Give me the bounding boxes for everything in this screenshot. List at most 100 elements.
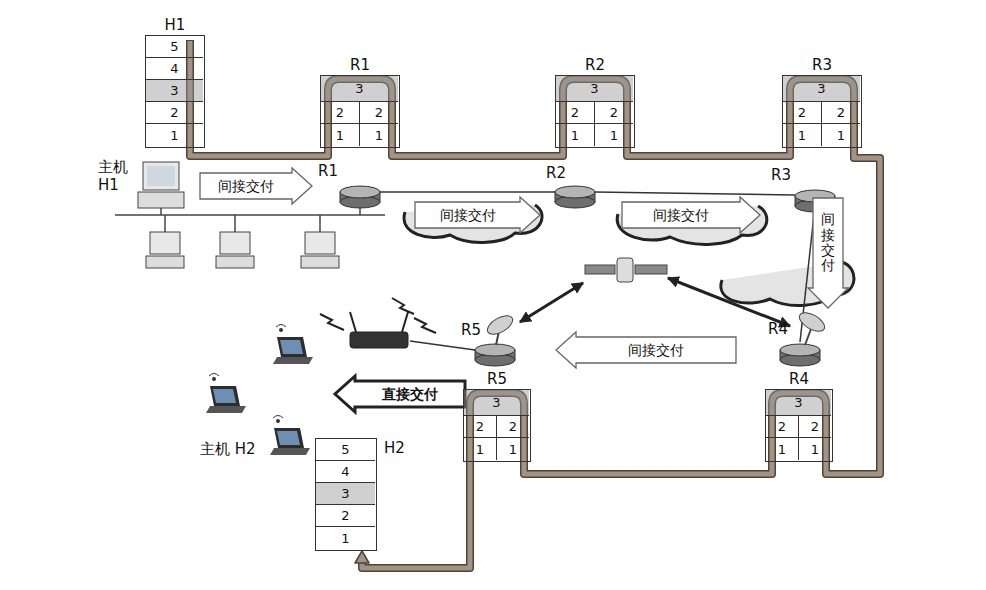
layer-number: 2 (336, 105, 344, 120)
layer-cell: 2 (595, 102, 633, 124)
layer-number: 1 (476, 442, 484, 457)
layer-cell: 4 (316, 461, 375, 483)
layer-cell: 2 (497, 416, 529, 438)
arrow-head (355, 551, 369, 563)
laptop-part (277, 431, 300, 445)
data-path-pipe-part (190, 40, 854, 461)
satellite-link-part (520, 283, 583, 322)
layer-cell: 1 (822, 124, 860, 146)
layer-cell: 1 (316, 527, 375, 549)
indirect-delivery-arrow: 间接交付 (200, 168, 312, 204)
host-protocol-stack: H154321 (145, 35, 205, 148)
wireless-access-point-part (350, 312, 356, 332)
stack-heading: R4 (766, 370, 832, 388)
layer-number: 3 (492, 395, 500, 410)
lan-cable-part (160, 208, 162, 215)
layer-cell: 1 (497, 438, 529, 460)
lan-cable-part (115, 214, 385, 216)
link-line (380, 192, 815, 350)
layer-number: 2 (811, 419, 819, 434)
layer-cell: 1 (556, 124, 595, 146)
layer-number: 2 (778, 419, 786, 434)
text-label: 主机 H2 (200, 440, 256, 458)
stack-heading: H1 (146, 16, 204, 34)
host-computer (138, 162, 184, 208)
laptop-part (279, 328, 283, 332)
arrow-label: 间接交付 (653, 206, 709, 224)
layer-number: 1 (610, 128, 618, 143)
satellite-link-part (668, 278, 790, 326)
pipe-outline (627, 148, 790, 156)
arrow-label: 间接交付 (628, 341, 684, 359)
stack-heading: R2 (556, 56, 634, 74)
pipe-fill (392, 148, 563, 156)
layer-cell: 2 (360, 102, 398, 124)
satellite-part (617, 258, 633, 282)
router-protocol-stack: R432211 (765, 389, 833, 462)
layer-cell: 2 (783, 102, 822, 124)
lan-computer-part (150, 232, 180, 254)
indirect-delivery-arrow: 间接交付 (808, 198, 848, 308)
arrow-shape (200, 168, 312, 204)
data-path-connector (524, 462, 772, 474)
layer-number: 3 (355, 81, 363, 96)
router-icon-part (780, 344, 820, 356)
direct-delivery-arrow: 直接交付 (335, 376, 465, 412)
laptop-part (277, 337, 307, 357)
layer-number: 3 (590, 81, 598, 96)
layer-cell: 3 (766, 390, 831, 416)
layer-cell: 5 (146, 36, 203, 58)
layer-number: 3 (170, 83, 178, 98)
arrow-label: 间接交付 (821, 212, 835, 274)
stack-heading: H2 (384, 439, 405, 457)
laptop (206, 325, 313, 456)
stack-heading: R3 (783, 56, 861, 74)
lan-cable-part (319, 215, 321, 232)
radio-signal-part (320, 314, 344, 330)
laptop-part (276, 419, 280, 423)
data-path-connector (627, 148, 790, 156)
layer-number: 2 (341, 508, 349, 523)
satellite-part (585, 265, 615, 274)
laptop-part (273, 357, 313, 364)
link-line-part (380, 191, 555, 193)
router-protocol-stack: R132211 (320, 75, 400, 148)
lan-computer-part (301, 256, 339, 268)
layer-number: 1 (170, 128, 178, 143)
laptop-part (209, 374, 219, 377)
laptop-part (210, 386, 240, 406)
indirect-delivery-arrow: 间接交付 (622, 197, 760, 233)
layer-number: 2 (571, 105, 579, 120)
pipe-outline (392, 148, 563, 156)
laptop-part (276, 325, 286, 328)
laptop-part (280, 340, 303, 354)
router-icon-part (555, 186, 595, 198)
lan-computer-part (146, 256, 184, 268)
layer-number: 2 (798, 105, 806, 120)
arrow-label: 间接交付 (440, 206, 496, 224)
text-label: R4 (768, 320, 788, 338)
host-computer-part (147, 166, 175, 186)
text-label: 主机 H1 (98, 158, 131, 194)
router-icon-part (475, 344, 515, 356)
pipe-fill (627, 148, 790, 156)
router-protocol-stack: R532211 (463, 389, 531, 462)
laptop-part (213, 389, 236, 403)
satellite-dish-part (484, 312, 515, 338)
router-icon-part (340, 186, 380, 198)
text-label: R3 (771, 166, 791, 184)
host-protocol-stack: H254321 (315, 438, 377, 551)
layer-cell: 1 (595, 124, 633, 146)
layer-cell: 4 (146, 58, 203, 80)
lan-computer-part (220, 232, 250, 254)
arrow-label: 间接交付 (218, 177, 274, 195)
layer-number: 2 (837, 105, 845, 120)
laptop-part (270, 448, 310, 455)
router-protocol-stack: R232211 (555, 75, 635, 148)
laptop-part (212, 377, 216, 381)
pipe-fill (190, 148, 328, 156)
layer-cell: 3 (146, 80, 203, 102)
stack-heading: R1 (321, 56, 399, 74)
layer-cell: 1 (783, 124, 822, 146)
layer-cell: 5 (316, 439, 375, 461)
